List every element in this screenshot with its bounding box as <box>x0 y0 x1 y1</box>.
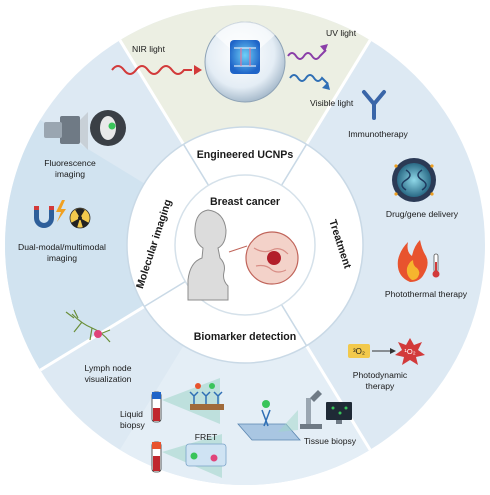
visible-light-wave <box>289 74 329 85</box>
lymph-node-dot <box>94 330 102 338</box>
radiation-icon <box>69 207 91 229</box>
lymph-node-icon <box>65 309 111 343</box>
drug-gene-label: Drug/gene delivery <box>386 209 459 219</box>
magnet-icon <box>34 206 54 228</box>
monitor-icon <box>326 402 352 424</box>
breast-cancer-illustration <box>187 209 299 301</box>
pdt-label-2: therapy <box>366 381 395 391</box>
tissue-ducts <box>253 247 289 273</box>
triplet-oxygen-label: ³O₂ <box>353 347 365 356</box>
uv-light-label: UV light <box>326 28 357 38</box>
photothermal-label: Photothermal therapy <box>385 289 468 299</box>
dual-modal-label-2: imaging <box>47 253 77 263</box>
dual-modal-label-1: Dual-modal/multimodal <box>18 242 106 252</box>
liquid-biopsy-tube-2 <box>151 441 162 473</box>
liquid-biopsy-label-2: biopsy <box>120 420 146 430</box>
antibody-icon <box>362 90 386 120</box>
fluorescence-label-2: imaging <box>55 169 85 179</box>
flame-icon <box>397 240 428 282</box>
visible-light-label: Visible light <box>310 98 354 108</box>
left-sector <box>5 119 246 371</box>
lymph-label-2: visualization <box>85 374 132 384</box>
immunotherapy-label: Immunotherapy <box>348 129 408 139</box>
pdt-label-1: Photodynamic <box>353 370 408 380</box>
drug-delivery-icon <box>392 158 436 202</box>
microscope-icon <box>300 390 322 429</box>
section-engineered-ucnps: Engineered UCNPs <box>197 149 294 161</box>
nir-arrowhead <box>194 65 202 75</box>
liquid-biopsy-label-1: Liquid <box>120 409 143 419</box>
liquid-biopsy-tube-1 <box>151 391 162 423</box>
nir-light-wave <box>111 65 192 75</box>
uv-light-wave <box>287 49 327 60</box>
lightning-icon <box>56 200 66 222</box>
uv-arrowhead <box>320 44 328 52</box>
nir-light-label: NIR light <box>132 44 166 54</box>
visible-arrowhead <box>322 82 330 90</box>
pdt-icon: ³O₂ ¹O₂ <box>348 338 425 365</box>
zoom-line <box>228 245 248 253</box>
section-biomarker-detection: Biomarker detection <box>194 331 296 343</box>
tissue-biopsy-icon <box>237 400 301 441</box>
thermometer-icon <box>432 253 440 278</box>
fret-assay-icon <box>185 443 227 467</box>
assay-upper-icon <box>189 383 224 410</box>
ucnp-nanoparticle <box>204 21 286 103</box>
liquid-zoom-upper <box>162 378 220 424</box>
fluorescence-imaging-icon <box>44 110 126 150</box>
ucnp-core <box>230 40 260 74</box>
fret-label: FRET <box>195 432 218 442</box>
singlet-oxygen-label: ¹O₂ <box>404 347 415 356</box>
tumor <box>267 251 281 265</box>
woman-silhouette <box>187 209 229 301</box>
top-sector <box>119 5 371 246</box>
tissue-biopsy-label: Tissue biopsy <box>304 436 357 446</box>
tissue-zoom <box>278 410 298 432</box>
lymph-label-1: Lymph node <box>85 363 132 373</box>
fluorescence-label-1: Fluorescence <box>44 158 96 168</box>
center-title: Breast cancer <box>210 196 280 208</box>
